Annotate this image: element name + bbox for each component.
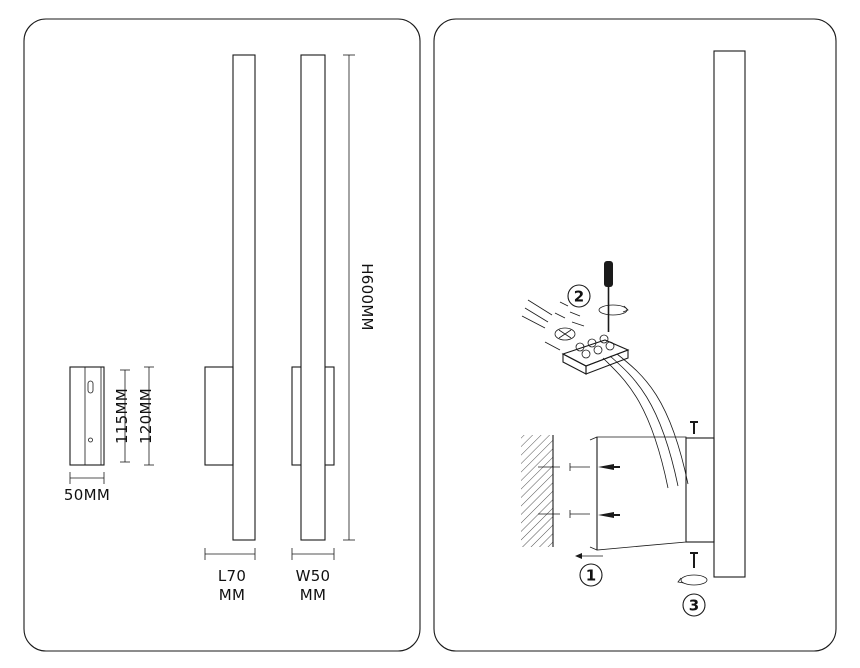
wall-screw-icon (598, 512, 620, 518)
step-badge-2: 2 (567, 284, 591, 308)
direction-arrow-icon (575, 553, 603, 559)
bottom-screw-icon (677, 552, 708, 586)
width-label: W50 (296, 567, 331, 585)
small-parts (521, 299, 585, 351)
dimensions-panel: 50MM 115MM 120MM L70 MM W50 MM (23, 18, 421, 652)
height-label: H600MM (358, 263, 376, 331)
lamp-body (685, 50, 746, 578)
width-unit-label: MM (300, 586, 326, 604)
base-height-115-label: 115MM (113, 388, 131, 444)
wires (602, 353, 689, 489)
step-2-number: 2 (574, 288, 584, 306)
length-label: L70 (218, 567, 246, 585)
terminal-block (561, 334, 630, 375)
top-screw-icon (690, 421, 698, 434)
wall-section (521, 435, 554, 547)
step-badge-1: 1 (579, 563, 603, 587)
installation-panel: 1 2 3 (433, 18, 837, 652)
step-3-number: 3 (689, 597, 699, 615)
wall-base-plate (69, 366, 154, 484)
step-1-number: 1 (586, 567, 596, 585)
lamp-side-view (204, 54, 256, 560)
step-badge-3: 3 (682, 593, 706, 617)
lamp-front-view (291, 54, 355, 560)
base-width-label: 50MM (64, 486, 110, 504)
length-unit-label: MM (219, 586, 245, 604)
mounting-plate (538, 436, 687, 559)
base-height-120-label: 120MM (137, 388, 155, 444)
screwdriver-icon (598, 261, 629, 332)
wall-screw-icon (598, 464, 620, 470)
